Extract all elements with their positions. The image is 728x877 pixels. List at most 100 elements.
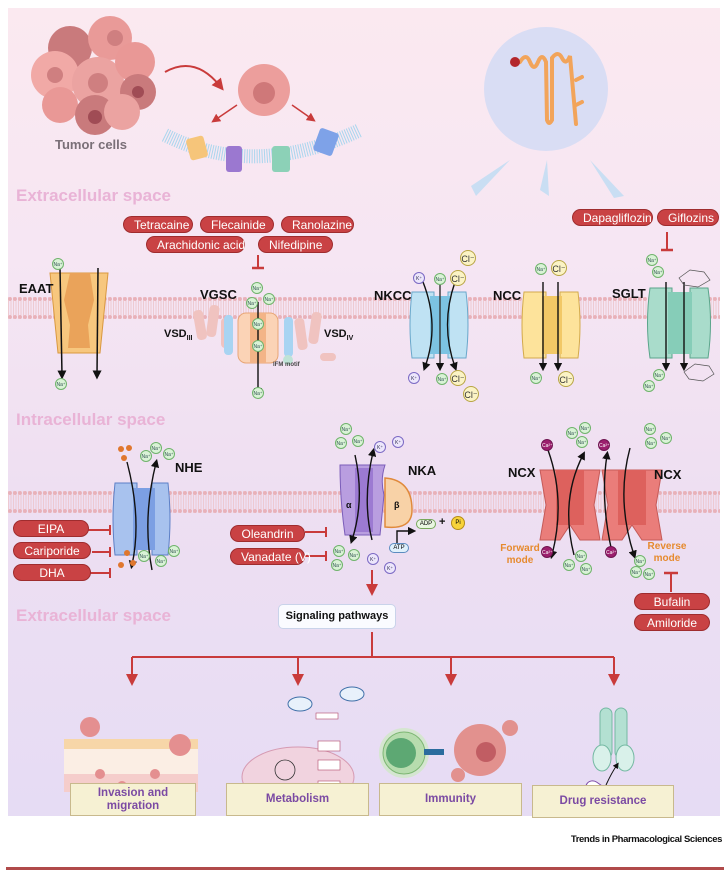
nka-label: NKA (408, 463, 437, 478)
ion-ca: Ca²⁺ (541, 546, 553, 558)
region-label-intracellular: Intracellular space (16, 410, 166, 429)
ion-na: Na⁺ (168, 545, 180, 557)
ion-na: Na⁺ (580, 563, 592, 575)
tumor-cluster-icon (31, 16, 156, 135)
glucose-molecule-icon (678, 269, 715, 382)
outcome-immunity: Immunity (379, 783, 522, 816)
vgsc-label: VGSC (200, 287, 237, 302)
drug-vanadate: Vanadate (V) (230, 548, 311, 565)
drug-giflozins: Giflozins (657, 209, 719, 226)
ncx-reverse-label: NCX (654, 467, 682, 482)
ion-na: Na⁺ (530, 372, 542, 384)
glomerulus-icon (510, 57, 520, 67)
ion-na: Na⁺ (252, 318, 264, 330)
drug-ranolazine: Ranolazine (281, 216, 354, 233)
ion-na: Na⁺ (251, 282, 263, 294)
drug-dha: DHA (13, 564, 91, 581)
ion-cl: Cl⁻ (450, 370, 466, 386)
ion-h (121, 455, 127, 461)
vgsc-channel (193, 302, 336, 397)
invasion-illustration-icon (64, 717, 198, 792)
atp-molecule: ATP (389, 543, 409, 553)
ion-k: K⁺ (367, 553, 379, 565)
ion-na: Na⁺ (340, 423, 352, 435)
ion-na: Na⁺ (150, 442, 162, 454)
ion-cl: Cl⁻ (463, 386, 479, 402)
ion-na: Na⁺ (52, 258, 64, 270)
drug-dapagliflozin: Dapagliflozin (572, 209, 653, 226)
drug-cariporide: Cariporide (13, 542, 91, 559)
single-tumor-cell-icon (238, 64, 290, 116)
drug-amiloride: Amiloride (634, 614, 710, 631)
ion-na: Na⁺ (566, 427, 578, 439)
footer-rule (6, 867, 724, 870)
ion-h (118, 562, 124, 568)
drug-eipa: EIPA (13, 520, 89, 537)
ion-cl: Cl⁻ (551, 260, 567, 276)
channel-icon-purple (226, 146, 242, 172)
phosphate-molecule: Pi (451, 516, 465, 530)
ion-ca: Ca²⁺ (605, 546, 617, 558)
ion-na: Na⁺ (643, 568, 655, 580)
nkcc-transporter (409, 291, 435, 359)
ion-na: Na⁺ (155, 555, 167, 567)
nephron-icon (518, 52, 584, 126)
ion-cl: Cl⁻ (450, 270, 466, 286)
ion-na: Na⁺ (630, 566, 642, 578)
ion-na: Na⁺ (652, 266, 664, 278)
vsd-iv-label: VSDIV (324, 328, 354, 343)
ion-cl: Cl⁻ (460, 250, 476, 266)
ion-na: Na⁺ (331, 559, 343, 571)
ion-h (130, 560, 136, 566)
ion-k: K⁺ (413, 272, 425, 284)
drug-nifedipine: Nifedipine (258, 236, 333, 253)
outcome-drug-resistance: Drug resistance (532, 785, 674, 818)
nkcc-label: NKCC (374, 288, 412, 303)
ion-h (124, 550, 130, 556)
immunity-illustration-icon (379, 720, 518, 782)
kidney-arrows (471, 160, 624, 198)
vsd-iii-label: VSDIII (164, 328, 193, 343)
signaling-pathways-box: Signaling pathways (278, 604, 396, 629)
ion-na: Na⁺ (252, 340, 264, 352)
ion-na: Na⁺ (335, 437, 347, 449)
ion-na: Na⁺ (535, 263, 547, 275)
ion-k: K⁺ (408, 372, 420, 384)
ion-na: Na⁺ (634, 555, 646, 567)
ncc-transporter (521, 291, 547, 359)
ion-na: Na⁺ (138, 550, 150, 562)
ion-na: Na⁺ (163, 448, 175, 460)
nka-beta-subunit (384, 477, 413, 529)
inhibit-lines-nka (305, 527, 327, 561)
ion-k: K⁺ (384, 562, 396, 574)
ion-h (118, 446, 124, 452)
atp-hydrolysis-arrow (396, 526, 417, 548)
nka-alpha-label: α (346, 500, 352, 510)
ion-k: K⁺ (374, 441, 386, 453)
channel-icon-blue (313, 128, 339, 156)
forward-mode-label: Forward mode (500, 543, 540, 566)
ion-ca: Ca²⁺ (541, 439, 553, 451)
ion-h (126, 445, 132, 451)
channel-icon-yellow (186, 135, 208, 161)
ion-na: Na⁺ (563, 559, 575, 571)
ncc-label: NCC (493, 288, 522, 303)
ion-na: Na⁺ (579, 422, 591, 434)
branch-arrows (126, 632, 620, 686)
drug-oleandrin: Oleandrin (230, 525, 305, 542)
ion-na: Na⁺ (660, 432, 672, 444)
region-label-extracellular-bottom: Extracellular space (16, 606, 171, 625)
inhibit-lines-nhe (88, 525, 111, 578)
ion-na: Na⁺ (644, 423, 656, 435)
ion-na: Na⁺ (653, 369, 665, 381)
ion-na: Na⁺ (352, 435, 364, 447)
ifm-motif-label: IFM motif (273, 362, 300, 368)
drug-arachidonic-acid: Arachidonic acid (146, 236, 245, 253)
ion-ca: Ca²⁺ (598, 439, 610, 451)
nhe-label: NHE (175, 460, 203, 475)
vsd-iii-sub: III (186, 335, 193, 343)
outcome-metabolism: Metabolism (226, 783, 369, 816)
arrow-tumor-to-cell (164, 65, 224, 91)
ion-na: Na⁺ (333, 545, 345, 557)
ion-na: Na⁺ (252, 387, 264, 399)
